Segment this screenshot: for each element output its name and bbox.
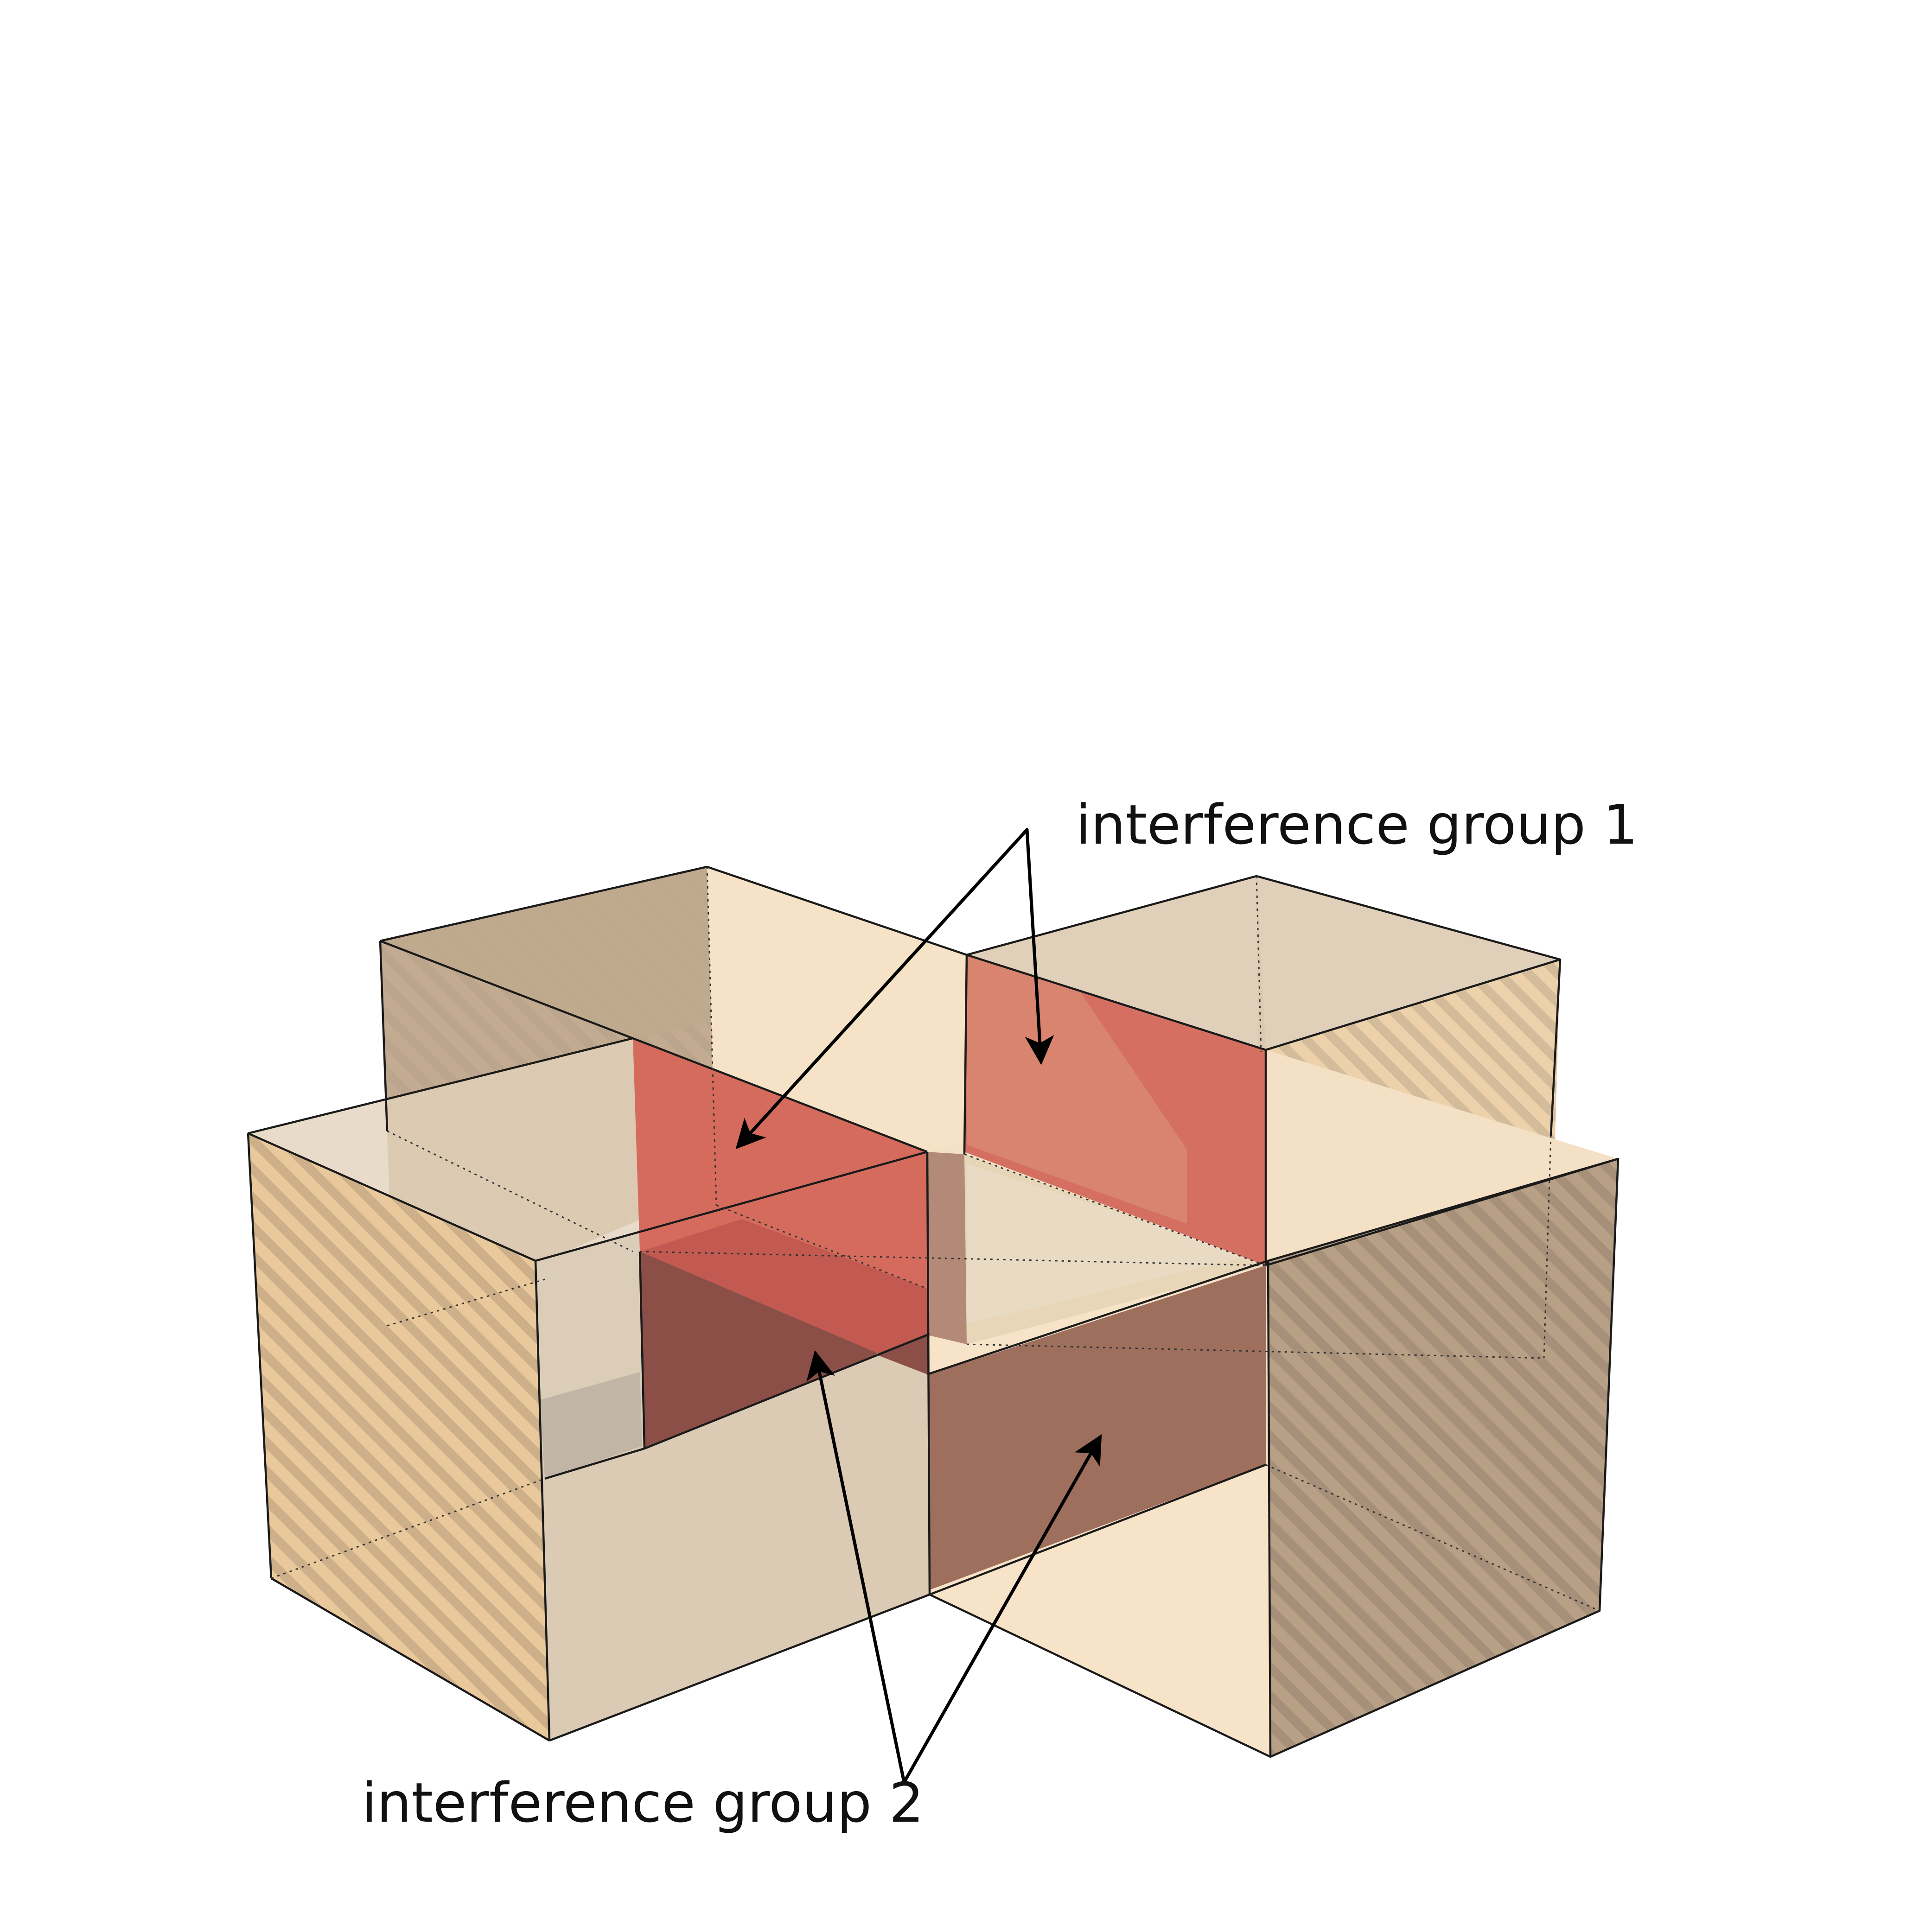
outlines [247, 865, 1620, 1758]
interference-face-brown [930, 1265, 1266, 1590]
interference-face-left-lower [640, 1219, 927, 1374]
label-interference-group-1: interference group 1 [1076, 793, 1638, 857]
front-beam-left-end [248, 1133, 549, 1741]
arrow-group2-right [902, 1434, 1102, 1784]
arrow-group1-left [735, 828, 1029, 1150]
interference-group-2 [640, 1252, 1266, 1590]
arrows-group-1 [735, 828, 1054, 1150]
label-interference-group-2: interference group 2 [362, 1771, 924, 1835]
arrows-group-2 [806, 1350, 1102, 1784]
arrow-group2-left [806, 1350, 906, 1784]
front-beam-right-end [1268, 1159, 1618, 1757]
arrow-group1-right [1025, 828, 1054, 1065]
